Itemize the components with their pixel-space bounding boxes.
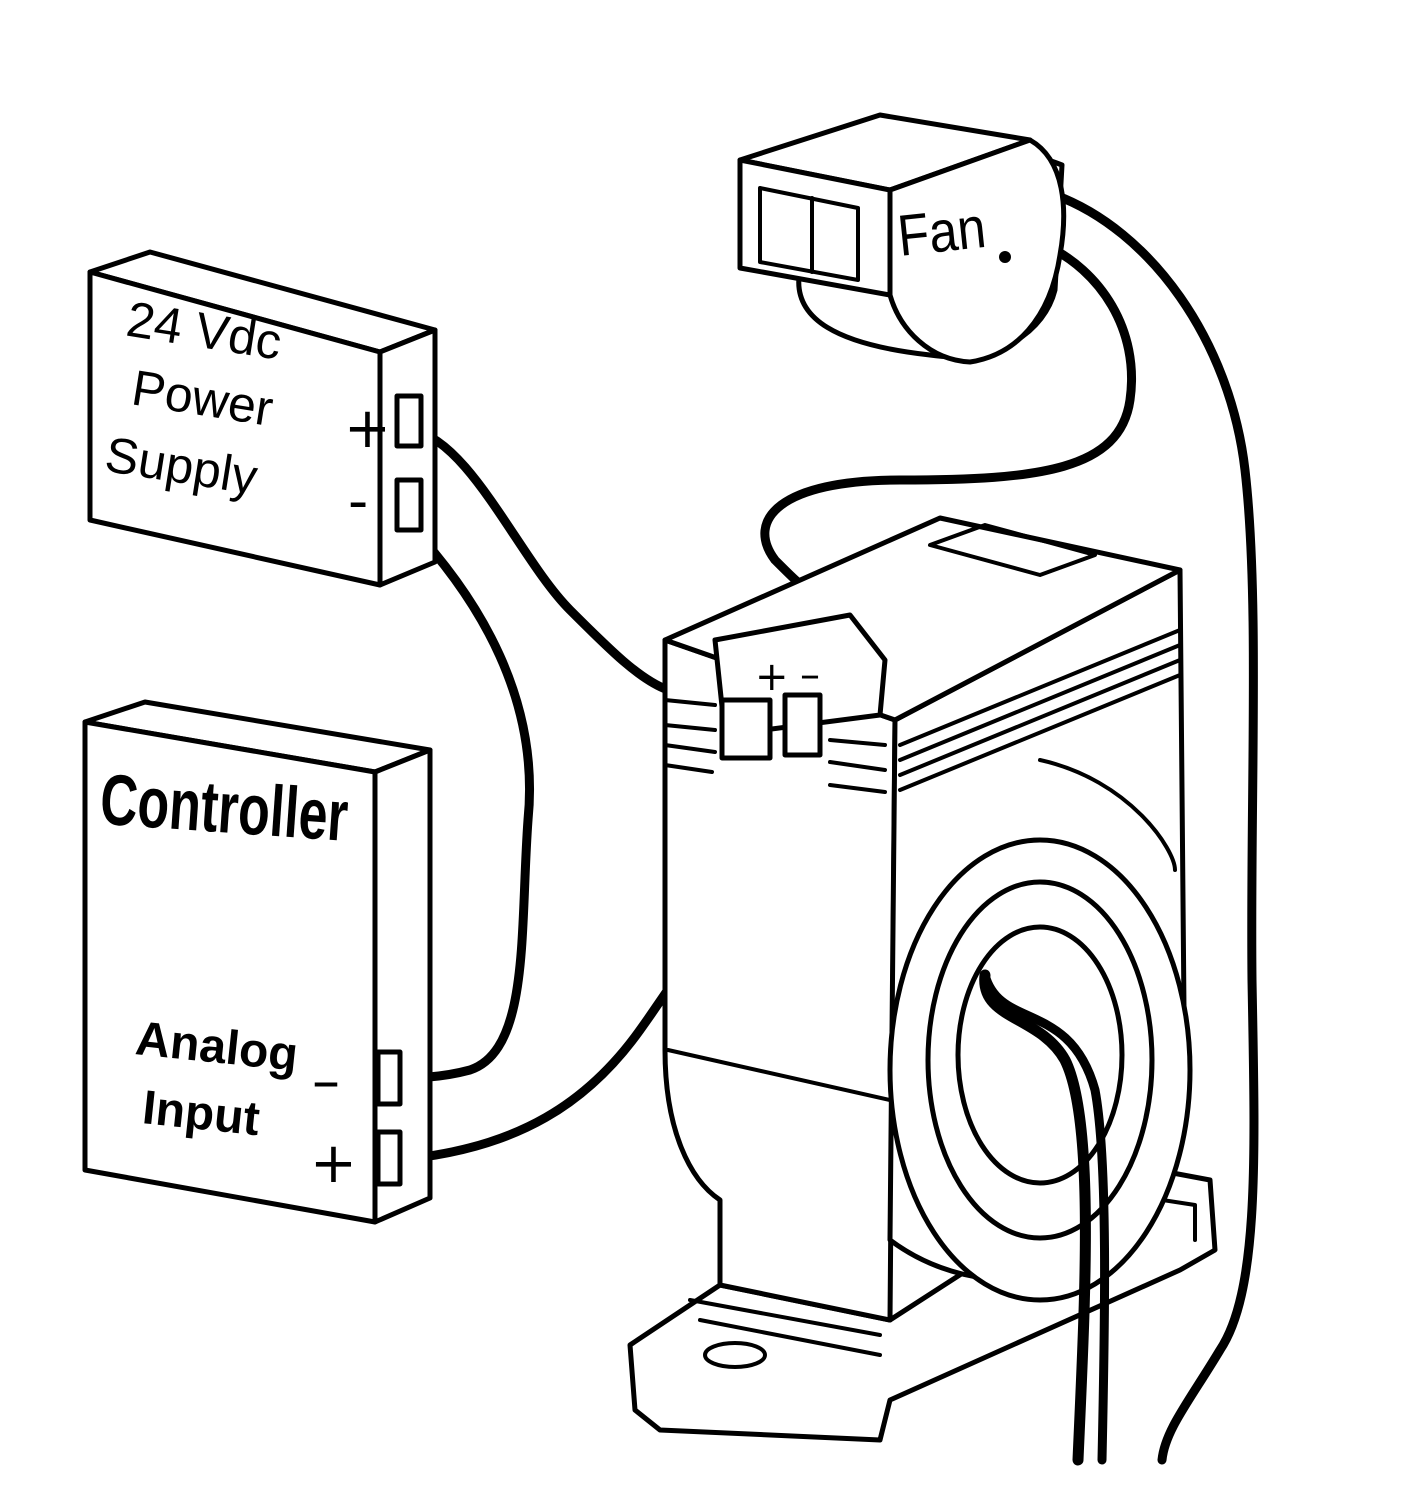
- current-sensor: + –: [627, 515, 1218, 1466]
- fan-body: [887, 137, 1067, 365]
- power-supply-terminal-minus: [394, 477, 424, 533]
- sensor-terminal-1: [719, 697, 773, 761]
- controller-terminal-plus: [375, 1129, 403, 1187]
- power-supply-plus-sign: +: [344, 396, 391, 461]
- fan-terminal-dot: [999, 251, 1011, 263]
- sensor-body-seam: [666, 1048, 892, 1102]
- sensor-mount-hole: [703, 1341, 767, 1369]
- wire-fan-to-sensor: [760, 240, 1136, 595]
- power-supply-terminal-plus: [394, 393, 424, 449]
- fan: Fan: [737, 112, 1067, 365]
- controller-minus-sign: –: [312, 1049, 340, 1114]
- controller-terminal-minus: [375, 1049, 403, 1107]
- sensor-top-recess: [928, 523, 1097, 577]
- fan-label: Fan: [895, 195, 989, 269]
- controller-plus-sign: +: [310, 1131, 357, 1196]
- power-supply: 24 Vdc Power Supply + -: [87, 249, 438, 588]
- controller-title: Controller: [98, 760, 351, 857]
- wire-power-plus-to-sensor: [407, 425, 673, 695]
- controller: Controller Analog Input – +: [82, 699, 433, 1225]
- wire-fan-supply-right: [1050, 190, 1259, 1465]
- wire-power-minus-to-controller-minus: [390, 520, 534, 1083]
- sensor-conductor: [979, 969, 1091, 1466]
- sensor-base-ridge: [688, 1298, 882, 1357]
- sensor-side-grooves: [898, 628, 1182, 792]
- power-supply-minus-sign: -: [348, 469, 368, 534]
- sensor-left-clips: [663, 698, 717, 774]
- sensor-right-clips: [828, 738, 887, 794]
- sensor-housing-front: [662, 637, 898, 1323]
- sensor-terminal-minus-sign: –: [800, 652, 820, 698]
- controller-input-line2: Input: [140, 1081, 262, 1146]
- fan-outlet-inner: [758, 186, 860, 282]
- sensor-terminal-2: [782, 692, 823, 758]
- sensor-terminal-plus-sign: +: [755, 654, 789, 700]
- sensor-conductor-return: [980, 970, 1110, 1465]
- sensor-outer-arc: [1038, 758, 1177, 872]
